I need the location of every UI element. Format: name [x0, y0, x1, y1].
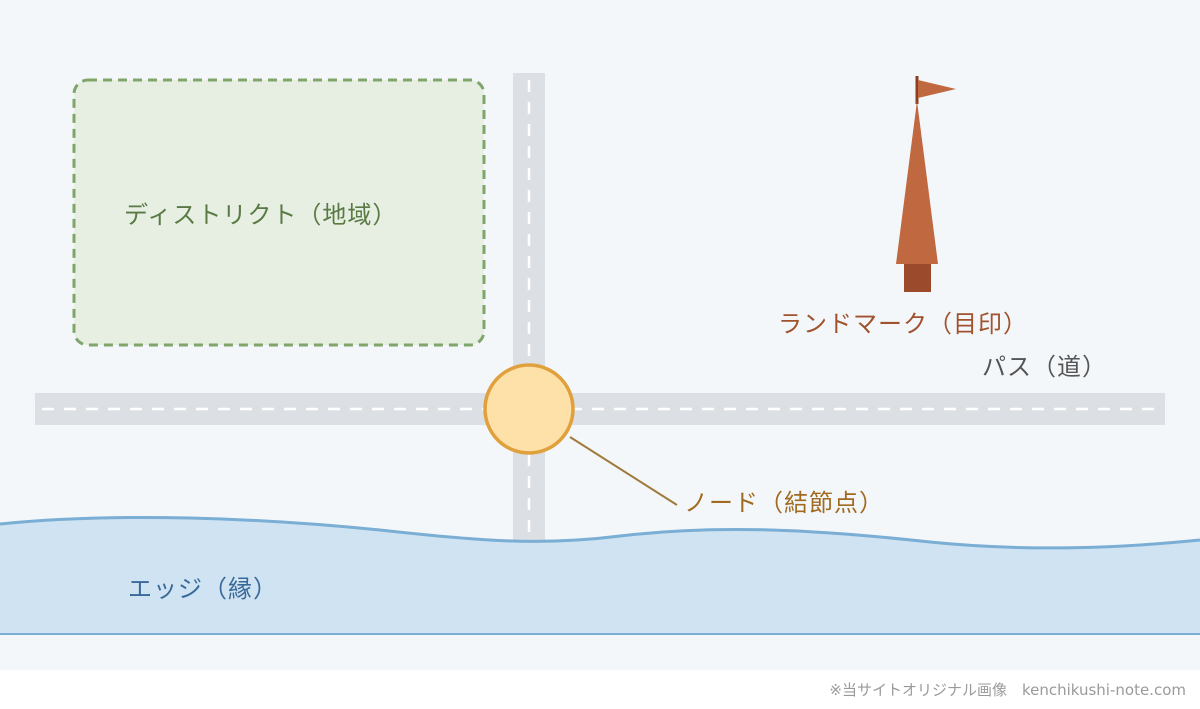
landmark-flag [918, 80, 956, 98]
district-area [72, 78, 486, 347]
edge-water-area [0, 517, 1200, 634]
path-label: パス（道） [982, 353, 1107, 381]
node-leader-line [569, 436, 678, 506]
node-marker [483, 363, 575, 455]
landmark-label: ランドマーク（目印） [778, 310, 1028, 338]
edge-label: エッジ（縁） [128, 575, 278, 603]
landmark-base [904, 264, 931, 292]
image-credit: ※当サイトオリジナル画像 kenchikushi-note.com [829, 681, 1186, 699]
landmark-tower [896, 101, 938, 264]
district-label: ディストリクト（地域） [124, 201, 398, 229]
edge-shoreline [0, 515, 1200, 550]
node-label: ノード（結節点） [684, 489, 884, 517]
